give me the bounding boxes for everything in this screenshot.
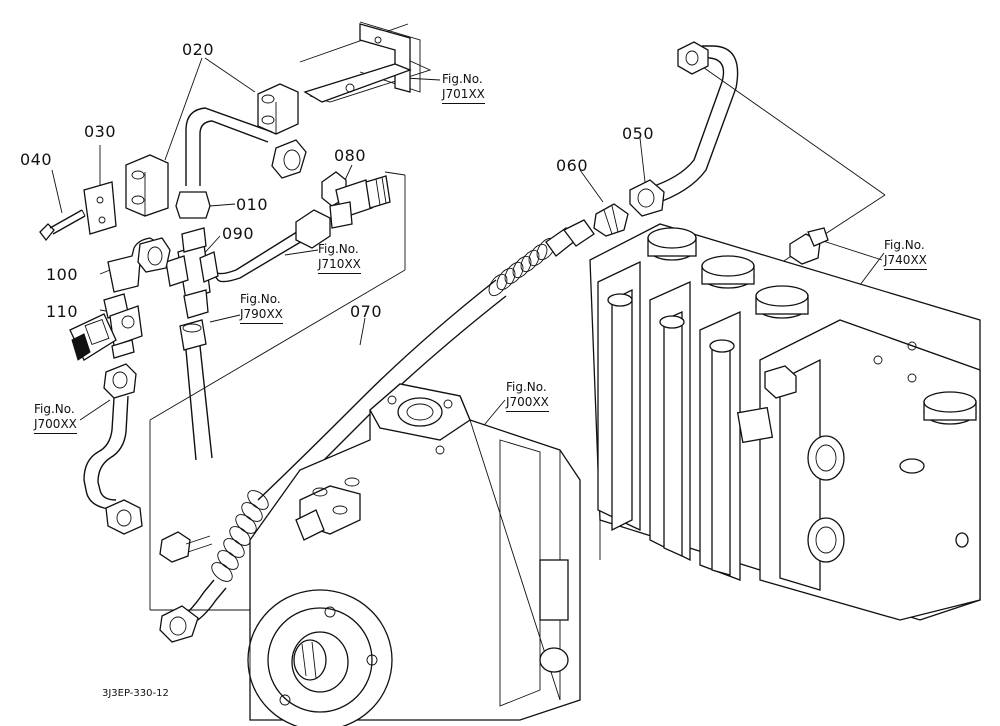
figure-ref-code: J700XX	[506, 395, 549, 412]
figure-ref-label: Fig.No.	[240, 292, 281, 306]
tee-fitting-080	[321, 171, 391, 229]
control-valve	[589, 223, 981, 621]
port-fitting-j740	[789, 227, 829, 265]
pressure-switch-110	[69, 293, 143, 361]
label-part-040: 040	[20, 150, 53, 169]
leader-lines	[51, 57, 885, 431]
label-part-090: 090	[222, 224, 255, 243]
port-fitting-pump	[159, 531, 213, 563]
figure-ref-code: J790XX	[240, 307, 283, 324]
pipe-j710	[209, 209, 331, 283]
label-part-030: 030	[84, 122, 117, 141]
tee-fitting-090	[165, 227, 219, 319]
figure-ref-code: J740XX	[884, 253, 927, 270]
figure-ref-label: Fig.No.	[318, 242, 359, 256]
label-part-070: 070	[350, 302, 383, 321]
figure-ref-label: Fig.No.	[884, 238, 925, 252]
figure-ref-label: Fig.No.	[442, 72, 483, 86]
figure-ref-j740: Fig.No. J740XX	[884, 238, 927, 270]
figure-ref-j700-left: Fig.No. J700XX	[34, 402, 77, 434]
drawing-code: 3J3EP-330-12	[102, 688, 169, 699]
pipe-clamps	[83, 83, 299, 235]
figure-ref-code: J700XX	[34, 417, 77, 434]
figure-ref-label: Fig.No.	[506, 380, 547, 394]
label-part-080: 080	[334, 146, 367, 165]
pipe-010	[175, 107, 307, 219]
label-part-100: 100	[46, 265, 79, 284]
pipe-vertical	[179, 319, 213, 461]
figure-ref-code: J701XX	[442, 87, 485, 104]
pipe-050	[629, 41, 739, 217]
elbow-fitting-100	[107, 237, 171, 293]
hydraulic-pump	[247, 383, 581, 726]
label-part-060: 060	[556, 156, 589, 175]
label-part-110: 110	[46, 302, 79, 321]
label-part-010: 010	[236, 195, 269, 214]
figure-ref-code: J710XX	[318, 257, 361, 274]
bolt-040	[39, 209, 86, 242]
figure-ref-j701: Fig.No. J701XX	[442, 72, 485, 104]
support-bracket	[303, 23, 412, 103]
hose-070	[159, 219, 595, 643]
figure-ref-j700-center: Fig.No. J700XX	[506, 380, 549, 412]
label-part-020: 020	[182, 40, 215, 59]
pipe-left	[83, 363, 143, 535]
figure-ref-label: Fig.No.	[34, 402, 75, 416]
fitting-060	[593, 203, 629, 237]
figure-ref-j790: Fig.No. J790XX	[240, 292, 283, 324]
figure-ref-j710: Fig.No. J710XX	[318, 242, 361, 274]
label-part-050: 050	[622, 124, 655, 143]
